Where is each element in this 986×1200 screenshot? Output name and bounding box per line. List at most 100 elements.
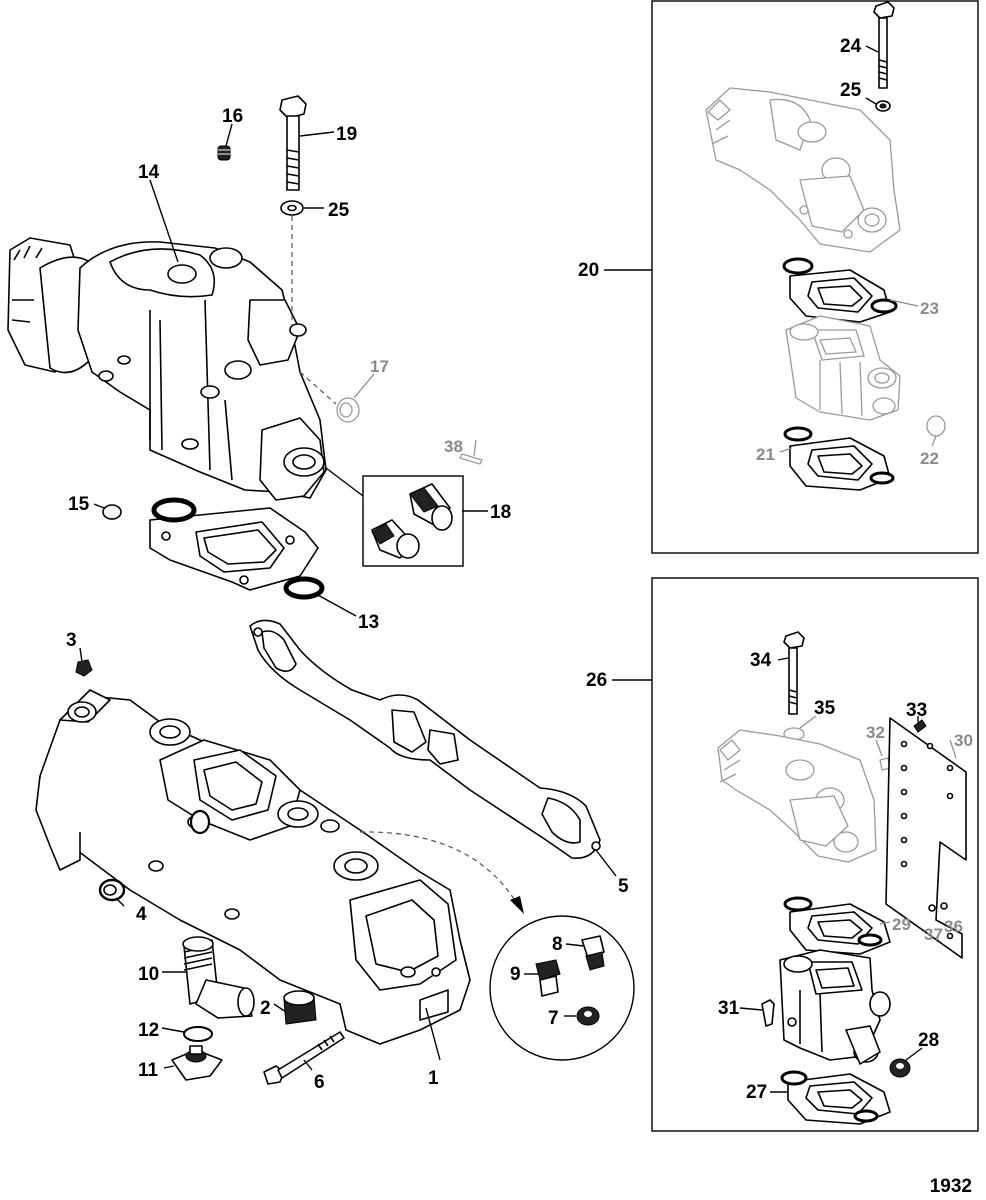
callout-37: 37 [924, 925, 943, 944]
spacer-block-top [785, 315, 901, 421]
oring-manifold [189, 809, 211, 835]
fitting-18b [371, 519, 420, 559]
inset-frame-bottom [651, 577, 979, 1132]
callout-25-top: 25 [840, 80, 862, 101]
manifold-gasket-5 [249, 619, 601, 859]
callout-2: 2 [260, 998, 271, 1019]
leader-29 [879, 921, 891, 925]
callout-8: 8 [552, 934, 563, 955]
callout-27: 27 [746, 1082, 767, 1103]
leader-8 [565, 943, 585, 947]
elbow-ghost-bottom [717, 729, 877, 863]
leader-34 [777, 657, 789, 661]
callout-16: 16 [222, 106, 243, 127]
callout-17: 17 [370, 357, 389, 376]
callout-20: 20 [578, 260, 599, 281]
callout-28: 28 [918, 1030, 939, 1051]
callout-32: 32 [866, 723, 885, 742]
plug-8 [581, 935, 605, 971]
leader-30 [949, 739, 957, 759]
leader-21 [779, 447, 793, 453]
gasket-27 [780, 1070, 891, 1125]
callout-5: 5 [618, 876, 629, 897]
callout-6: 6 [314, 1072, 325, 1093]
callout-38: 38 [444, 437, 463, 456]
spacer-block-bottom [779, 949, 891, 1065]
inset-frame-top [651, 0, 979, 554]
callout-23: 23 [920, 299, 939, 318]
callout-3: 3 [66, 630, 77, 651]
gasket-21 [783, 426, 895, 491]
elbow-ghost-top [705, 87, 901, 253]
leader-4 [115, 897, 125, 907]
leader-19 [299, 131, 335, 137]
plug-9 [535, 959, 561, 997]
leader-12 [161, 1027, 185, 1033]
callout-25: 25 [328, 200, 350, 221]
leader-15 [93, 503, 105, 509]
detail-arrow-head [510, 896, 524, 914]
leader-6 [303, 1059, 313, 1071]
fitting-18a [409, 483, 453, 531]
cover-plate-30 [885, 717, 967, 959]
exhaust-elbow [7, 237, 327, 501]
cap-2 [283, 990, 317, 1025]
callout-29: 29 [892, 915, 911, 934]
callout-10: 10 [138, 964, 159, 985]
callout-15: 15 [68, 494, 90, 515]
leader-23 [889, 299, 919, 307]
bolt-19 [279, 95, 307, 191]
washer-25-hole [287, 204, 297, 212]
leader-28 [905, 1047, 923, 1061]
callout-26: 26 [586, 670, 607, 691]
plug-22 [926, 415, 946, 437]
callout-21: 21 [756, 445, 775, 464]
callout-35: 35 [814, 698, 836, 719]
leader-17 [353, 373, 375, 399]
callout-36: 36 [944, 917, 963, 936]
leader-32 [875, 739, 883, 757]
screw-31 [761, 999, 775, 1027]
leader-5 [595, 849, 617, 877]
callout-9: 9 [510, 964, 521, 985]
oring-12 [183, 1026, 213, 1042]
leader-13 [315, 593, 357, 617]
plug-17 [336, 397, 360, 423]
callout-31: 31 [718, 998, 740, 1019]
callout-33: 33 [906, 700, 927, 721]
plug-15 [102, 504, 122, 520]
callout-30: 30 [954, 731, 973, 750]
plug-4 [98, 878, 126, 902]
figure-number: 1932 [929, 1176, 972, 1197]
leader-11 [163, 1065, 175, 1069]
small-parts-37-36 [928, 902, 948, 912]
plug-28 [889, 1058, 911, 1078]
screw-33 [913, 719, 927, 733]
detail-circle [489, 915, 635, 1061]
pin-38 [459, 453, 483, 465]
callout-34: 34 [750, 650, 772, 671]
leader-1 [425, 1007, 441, 1061]
adapter-11 [171, 1045, 223, 1081]
exhaust-manifold [35, 689, 471, 1045]
callout-11: 11 [138, 1060, 159, 1081]
callout-13: 13 [358, 612, 379, 633]
plug-16 [217, 145, 231, 161]
callout-14: 14 [138, 162, 160, 183]
leader-14 [149, 179, 179, 263]
gasket-13 [149, 497, 325, 600]
leader-35 [799, 715, 817, 729]
leader-25a [865, 97, 877, 105]
bolt-24 [873, 1, 895, 89]
bolt-34 [783, 631, 805, 715]
fittings-box-18 [362, 475, 464, 567]
leader-38 [473, 439, 477, 457]
callout-18: 18 [490, 502, 511, 523]
callout-12: 12 [138, 1020, 159, 1041]
bolt-6 [263, 1031, 345, 1085]
gasket-29 [783, 896, 891, 955]
leader-16 [225, 123, 233, 147]
leader-24 [865, 45, 879, 53]
callout-22: 22 [920, 449, 939, 468]
